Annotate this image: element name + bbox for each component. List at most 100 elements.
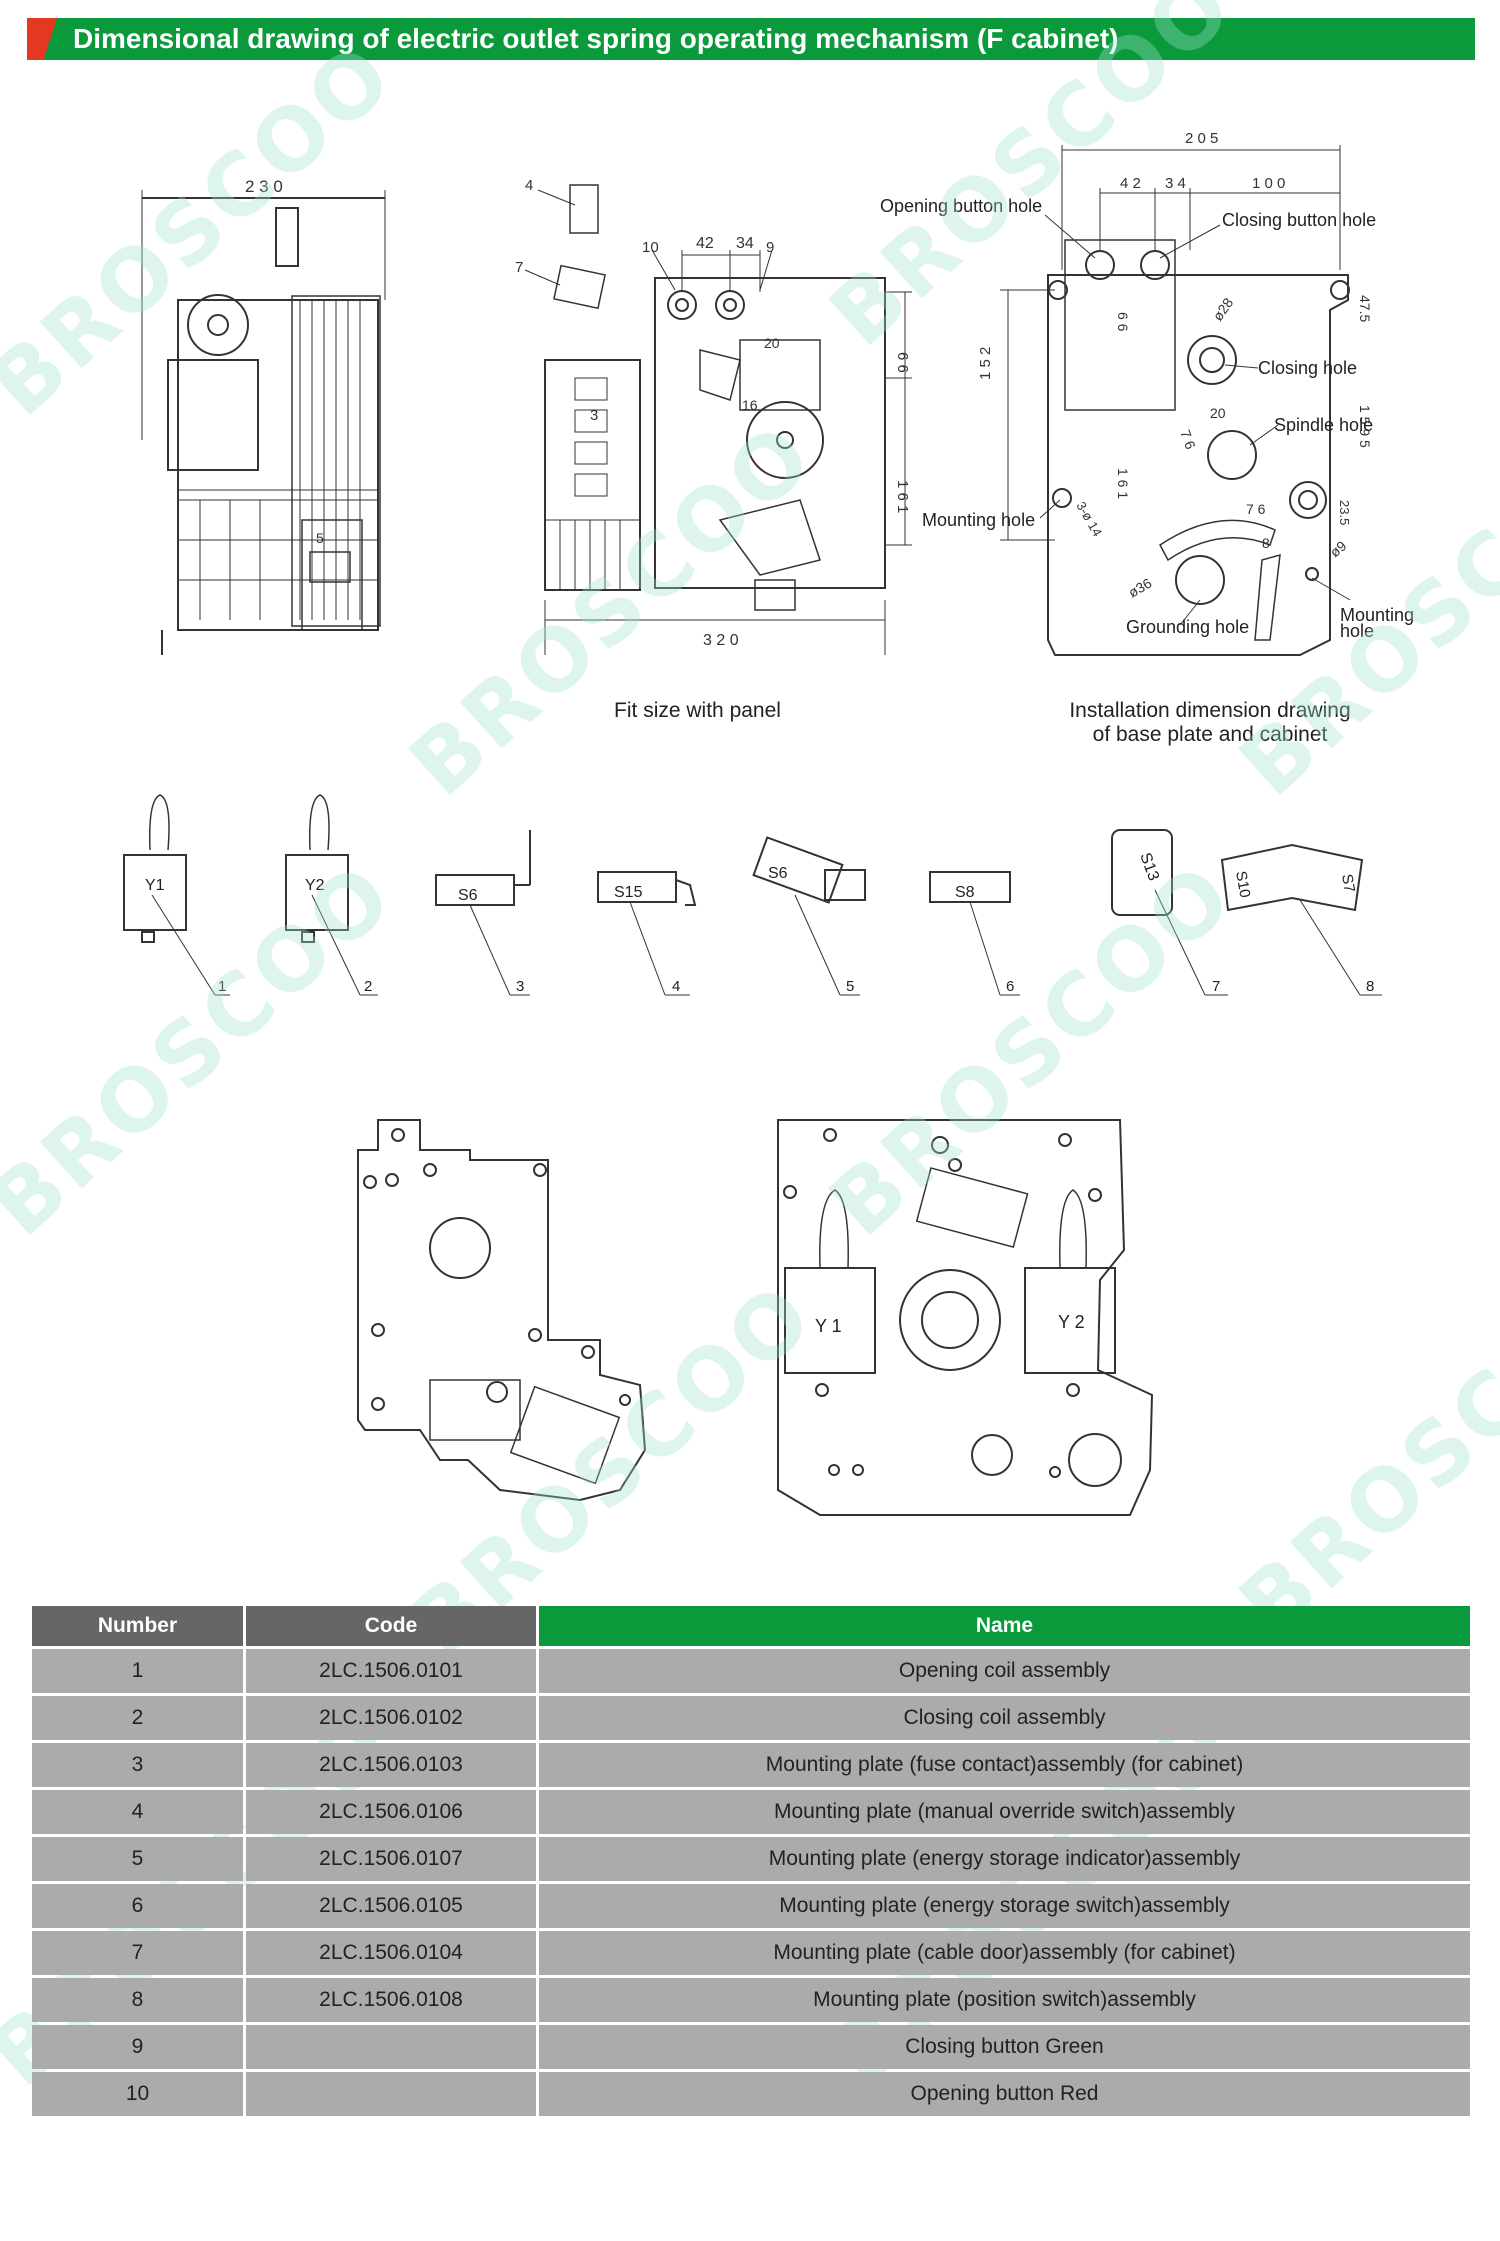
- cell-code: 2LC.1506.0104: [246, 1931, 536, 1975]
- svg-text:3: 3: [590, 407, 598, 424]
- mid-dim-42: 42: [696, 235, 714, 252]
- component-label-s6-b: S6: [768, 865, 788, 882]
- cell-name: Mounting plate (energy storage switch)as…: [539, 1884, 1470, 1928]
- table-row: 10 Opening button Red: [32, 2072, 1470, 2116]
- right-dim-23-5: 23.5: [1337, 500, 1352, 525]
- cell-name: Opening button Red: [539, 2072, 1470, 2116]
- caption-installation: Installation dimension drawing of base p…: [1020, 699, 1400, 747]
- cell-number: 9: [32, 2025, 243, 2069]
- cell-name: Mounting plate (cable door)assembly (for…: [539, 1931, 1470, 1975]
- callout-9: 9: [766, 239, 774, 256]
- mid-dim-16: 16: [742, 397, 758, 413]
- label-closing-button-hole: Closing button hole: [1222, 210, 1376, 230]
- right-dim-100: 1 0 0: [1252, 175, 1285, 192]
- component-s6-a: S6 3: [435, 830, 531, 996]
- base-plate-drawing: 2 0 5 4 2 3 4 1 0 0 1 5 2 6 6 1 6 1 47.5…: [880, 130, 1414, 656]
- right-dim-phi36: ø36: [1126, 575, 1155, 601]
- header-name: Name: [539, 1606, 1470, 1646]
- cell-number: 6: [32, 1884, 243, 1928]
- label-spindle-hole: Spindle hole: [1274, 415, 1373, 435]
- plate-right-drawing: Y 1 Y 2: [777, 1119, 1154, 1516]
- component-num-7: 7: [1212, 978, 1220, 995]
- right-dim-phi14: 3-ø 14: [1073, 499, 1105, 539]
- component-s13: S13 7: [1111, 829, 1228, 996]
- label-opening-button-hole: Opening button hole: [880, 196, 1042, 216]
- cell-number: 8: [32, 1978, 243, 2022]
- title-banner: Dimensional drawing of electric outlet s…: [27, 18, 1475, 60]
- callout-10: 10: [642, 239, 659, 256]
- cell-number: 1: [32, 1649, 243, 1693]
- right-dim-8: 8: [1262, 535, 1270, 551]
- front-view-drawing: 3 42 34 6 6 1 6 1 3 2 0 20 16 4: [515, 177, 912, 655]
- label-mounting-hole-right-1: Mounting: [1340, 605, 1414, 625]
- component-label-s7: S7: [1338, 873, 1358, 894]
- cell-number: 10: [32, 2072, 243, 2116]
- header-number: Number: [32, 1606, 243, 1646]
- component-s6-b: S6 5: [752, 836, 866, 996]
- cell-code: 2LC.1506.0105: [246, 1884, 536, 1928]
- plate-label-y2: Y 2: [1058, 1312, 1085, 1332]
- callout-4: 4: [525, 177, 533, 194]
- dim-230: 2 3 0: [245, 177, 283, 196]
- component-num-2: 2: [364, 978, 372, 995]
- component-num-8: 8: [1366, 978, 1374, 995]
- cell-code: 2LC.1506.0101: [246, 1649, 536, 1693]
- component-num-3: 3: [516, 978, 524, 995]
- header-code: Code: [246, 1606, 536, 1646]
- mid-dim-161: 1 6 1: [894, 480, 911, 513]
- right-dim-161: 1 6 1: [1115, 468, 1131, 499]
- component-label-s13: S13: [1136, 851, 1162, 884]
- right-dim-42: 4 2: [1120, 175, 1141, 192]
- component-label-s8: S8: [955, 884, 975, 901]
- label-grounding-hole: Grounding hole: [1126, 617, 1249, 637]
- right-dim-20: 20: [1210, 405, 1226, 421]
- component-num-5: 5: [846, 978, 854, 995]
- cell-code: 2LC.1506.0102: [246, 1696, 536, 1740]
- cell-code: 2LC.1506.0103: [246, 1743, 536, 1787]
- right-dim-34: 3 4: [1165, 175, 1186, 192]
- cell-code: 2LC.1506.0107: [246, 1837, 536, 1881]
- component-y1: Y1 1: [123, 794, 230, 996]
- right-dim-66: 6 6: [1115, 312, 1131, 332]
- cell-number: 2: [32, 1696, 243, 1740]
- label-mounting-hole-left: Mounting hole: [922, 510, 1035, 530]
- caption-installation-line1: Installation dimension drawing: [1069, 699, 1351, 722]
- cell-name: Mounting plate (position switch)assembly: [539, 1978, 1470, 2022]
- right-dim-76b: 7 6: [1246, 501, 1266, 517]
- cell-name: Mounting plate (energy storage indicator…: [539, 1837, 1470, 1881]
- right-dim-phi28: ø28: [1209, 295, 1236, 324]
- label-closing-hole: Closing hole: [1258, 358, 1357, 378]
- right-dim-152: 1 5 2: [977, 347, 994, 380]
- component-num-6: 6: [1006, 978, 1014, 995]
- plate-left-drawing: [357, 1119, 647, 1502]
- component-label-y2: Y2: [305, 877, 325, 894]
- cell-code: 2LC.1506.0106: [246, 1790, 536, 1834]
- mid-dim-320: 3 2 0: [703, 632, 739, 649]
- mid-dim-34: 34: [736, 235, 754, 252]
- cell-number: 5: [32, 1837, 243, 1881]
- right-dim-1595: 1 5 9 5: [1357, 405, 1373, 448]
- label-mounting-hole-right-2: hole: [1340, 621, 1374, 641]
- mid-dim-66: 6 6: [894, 352, 911, 373]
- page-title: Dimensional drawing of electric outlet s…: [73, 23, 1119, 54]
- table-header-row: Number Code Name: [32, 1606, 1470, 1646]
- cell-code: [246, 2025, 536, 2069]
- component-label-y1: Y1: [145, 877, 165, 894]
- component-label-s15: S15: [614, 884, 643, 901]
- svg-text:5: 5: [316, 530, 324, 546]
- cell-name: Opening coil assembly: [539, 1649, 1470, 1693]
- callout-7: 7: [515, 259, 523, 276]
- component-label-s6: S6: [458, 887, 478, 904]
- cell-name: Mounting plate (manual override switch)a…: [539, 1790, 1470, 1834]
- component-row: Y1 1 Y2 2 S6 3 S15 4 S6 5 S8 6: [123, 794, 1382, 996]
- plate-label-y1: Y 1: [815, 1316, 842, 1336]
- caption-installation-line2: of base plate and cabinet: [1092, 723, 1328, 746]
